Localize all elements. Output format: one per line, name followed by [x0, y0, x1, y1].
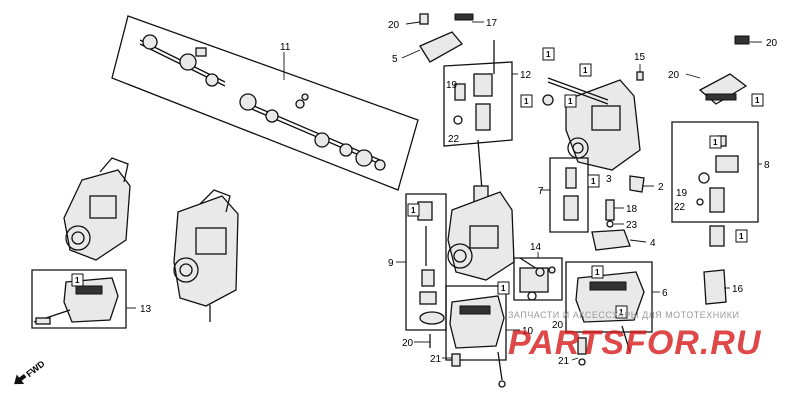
callout-22: 22 — [674, 202, 686, 213]
callout-14: 14 — [530, 242, 542, 253]
ref-box-label: 1 — [501, 284, 506, 293]
leader-lines — [126, 21, 762, 361]
callout-20: 20 — [402, 338, 414, 349]
callout-6: 6 — [662, 288, 668, 299]
group-11-frame — [111, 15, 419, 191]
group-7-frame — [549, 157, 589, 233]
ref-box-label: 1 — [739, 232, 744, 241]
carburetor-body-center — [447, 139, 549, 301]
callout-20: 20 — [668, 70, 680, 81]
callout-18: 18 — [626, 204, 638, 215]
callout-8: 8 — [764, 160, 770, 171]
ref-box-label: 1 — [524, 97, 529, 106]
callout-15: 15 — [634, 52, 646, 63]
ref-box-label: 1 — [546, 50, 551, 59]
ref-box-label: 1 — [755, 96, 760, 105]
group-14-frame — [513, 257, 563, 301]
callout-17: 17 — [486, 18, 498, 29]
group-8-frame — [671, 121, 759, 223]
float-bowl-group-10 — [429, 285, 507, 388]
fwd-arrow-icon — [14, 373, 27, 385]
callout-20: 20 — [552, 320, 564, 331]
callout-5: 5 — [392, 54, 398, 65]
callout-13: 13 — [140, 304, 152, 315]
callout-4: 4 — [650, 238, 656, 249]
watermark: ЗАПЧАСТИ И АКСЕССУАРЫ ДЛЯ МОТОТЕХНИКИ PA… — [508, 310, 762, 362]
link-plate-group-14 — [513, 257, 563, 301]
watermark-logo: PARTSFOR.RU — [508, 324, 762, 362]
callout-21: 21 — [430, 354, 442, 365]
callout-7: 7 — [538, 186, 544, 197]
shaft-link-assembly — [111, 15, 419, 191]
fwd-label: FWD — [24, 358, 47, 379]
watermark-tagline: ЗАПЧАСТИ И АКСЕССУАРЫ ДЛЯ МОТОТЕХНИКИ — [508, 310, 739, 320]
callout-12: 12 — [520, 70, 532, 81]
callout-11: 11 — [280, 42, 291, 53]
group-12-frame — [443, 61, 513, 147]
callout-21: 21 — [558, 356, 570, 367]
ref-box-label: 1 — [568, 97, 573, 106]
ref-box-label: 1 — [75, 276, 80, 285]
ref-box-label: 1 — [411, 206, 416, 215]
group-13-frame — [31, 269, 127, 329]
group-10-frame — [445, 285, 507, 361]
carburetor-assembly-left — [63, 157, 239, 322]
callout-22: 22 — [448, 134, 460, 145]
callout-20: 20 — [388, 20, 400, 31]
callout-10: 10 — [522, 326, 534, 337]
callout-20: 20 — [766, 38, 778, 49]
callout-9: 9 — [388, 258, 394, 269]
float-chamber-group-13 — [31, 269, 127, 329]
ref-box-label: 1 — [713, 138, 718, 147]
callout-2: 2 — [658, 182, 664, 193]
callout-numbers: 20 17 5 12 19 22 15 20 20 11 8 19 22 3 2… — [140, 18, 778, 367]
forward-direction-indicator: FWD — [14, 358, 47, 385]
needle-assembly-group-7 — [549, 157, 727, 305]
callout-23: 23 — [626, 220, 638, 231]
group-6-frame — [565, 261, 653, 333]
callout-19: 19 — [446, 80, 458, 91]
ref-box-label: 1 — [583, 66, 588, 75]
carburetor-body-upper — [542, 35, 750, 171]
callout-3: 3 — [606, 174, 612, 185]
reference-boxes: 1 1 1 1 1 1 1 1 1 1 1 1 1 — [71, 47, 764, 319]
callout-19: 19 — [676, 188, 688, 199]
top-cover-assembly — [419, 13, 513, 147]
ref-box-label: 1 — [619, 308, 624, 317]
ref-box-label: 1 — [591, 177, 596, 186]
ref-box-label: 1 — [595, 268, 600, 277]
jet-assembly-group-8 — [671, 121, 759, 223]
callout-16: 16 — [732, 284, 744, 295]
